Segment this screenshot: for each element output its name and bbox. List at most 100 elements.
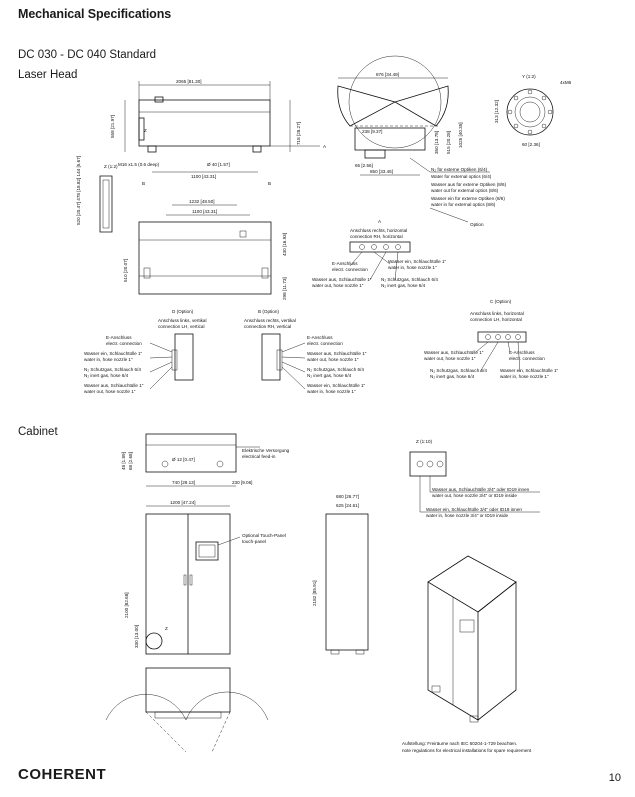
view-d-header-en: connection LH, vertical <box>158 324 204 329</box>
view-d-item4-de: Wasser aus, Schlauchtülle 1" <box>84 383 144 388</box>
laser-head-detail-y: Y (1:2) 4xM6 313 [12.32] 60 [2.36] <box>494 74 572 147</box>
z-water-in-de: Wasser ein, Schlauchtülle 3/4" oder ID19… <box>426 507 522 512</box>
view-d-item4-en: water out, hose nozzle 1" <box>84 389 136 394</box>
view-d-item1-en: electr. connection <box>106 341 142 346</box>
view-b-label: B (Option) <box>258 309 279 314</box>
detail-y-label: Y (1:2) <box>522 74 536 79</box>
connection-view-d: D (Option) Anschluss links, vertikal con… <box>84 309 207 394</box>
external-optics-callouts: N₂ für externe Optiken (6/4) Water for e… <box>409 157 507 227</box>
water-out-ext-en: water out for external optics (8/6) <box>431 188 499 193</box>
mark-b1: B <box>142 181 145 186</box>
cabinet-plan-view <box>105 667 269 753</box>
view-b-header-de: Anschluss rechts, vertikal <box>244 318 296 323</box>
cabinet-top-view: 68 [2.68] 48 [1.89] Ø 12 [0.47] Elektris… <box>121 433 290 487</box>
dim-side-left: 510 [20.07] <box>123 259 128 282</box>
mark-a: A <box>323 144 327 149</box>
cabinet-mark-z: Z <box>165 626 168 631</box>
view-c-item3-de: N₂ Schutzgas, Schlauch 6/4 <box>430 368 487 373</box>
view-a-item2-en: water in, hose nozzle 1" <box>388 265 437 270</box>
view-c-item1-de: Wasser aus, Schlauchtülle 1" <box>424 350 484 355</box>
view-a-header-de: Anschluss rechts, horizontal <box>350 228 407 233</box>
coherent-logo: COHERENT <box>18 766 107 783</box>
dim-end-top: 238 [9.37] <box>362 129 382 134</box>
dim-hole: Ø 12 [0.47] <box>172 457 195 462</box>
dim-end-h2: 515 [20.28] <box>446 131 451 154</box>
view-b-item1-en: electr. connection <box>307 341 343 346</box>
page-title: Mechanical Specifications <box>18 7 172 21</box>
view-d-item1-de: E-Anschluss <box>106 335 132 340</box>
view-c-item1-en: water out, hose nozzle 1" <box>424 356 476 361</box>
dim-side-w2: 625 [24.61] <box>336 503 359 508</box>
dim-front: 520 [20.47] 478 [18.82] 144 [5.67] <box>76 156 81 225</box>
dim-width: 1200 [47.24] <box>170 500 196 505</box>
option-label: Option <box>470 222 484 227</box>
z-water-out-en: water out, hose nozzle 3/4" or ID19 insi… <box>432 493 517 498</box>
dim-w230: 230 [9.06] <box>232 480 252 485</box>
mark-z: Z <box>144 128 147 133</box>
dim-top-h1: 68 [2.68] <box>128 452 133 470</box>
water-out-ext-de: Wasser aus für externe Optiken (8/6) <box>431 182 507 187</box>
view-a-header-en: connection RH, horizontal <box>350 234 403 239</box>
view-c-item4-en: water in, hose nozzle 1" <box>500 374 549 379</box>
dim-height-right: 718 [28.27] <box>296 122 301 145</box>
cabinet-isometric-view <box>427 555 517 723</box>
view-b-item4-en: water in, hose nozzle 1" <box>307 389 356 394</box>
detail-y-thread: 4xM6 <box>560 80 572 85</box>
dim-end-small: 65 [2.56] <box>355 163 373 168</box>
dim-flange-h: 313 [12.32] <box>494 100 499 123</box>
view-a-item3-de: Wasser aus, Schlauchtülle 1" <box>312 277 372 282</box>
laser-head-top-view: 1232 [48.50] 1100 [43.31] 510 [20.07] 43… <box>123 199 287 300</box>
model-subtitle: DC 030 - DC 040 Standard <box>18 49 157 61</box>
view-b-item2-en: water out, hose nozzle 1" <box>307 357 359 362</box>
view-b-item4-de: Wasser ein, Schlauchtülle 1" <box>307 383 366 388</box>
view-b-item1-de: E-Anschluss <box>307 335 333 340</box>
feed-in-de: Elektrische Versorgung <box>242 448 290 453</box>
dim-end-h3: 350 [13.78] <box>434 131 439 154</box>
view-a-item3-en: water out, hose nozzle 1" <box>312 283 364 288</box>
view-c-header-de: Anschluss links, horizontal <box>470 311 524 316</box>
section-label-laser-head: Laser Head <box>18 69 78 81</box>
dim-side-h: 2182 [85.91] <box>312 580 317 606</box>
view-d-item3-de: N₂ Schutzgas, Schlauch 6/4 <box>84 367 141 372</box>
view-a-label: A <box>378 219 382 224</box>
view-a-item2-de: Wasser ein, Schlauchtülle 1" <box>388 259 447 264</box>
laser-head-front-view: 2065 [81.30] 558 [21.97] 718 [28.27] Z A… <box>110 79 327 186</box>
laser-head-end-view: 876 [34.49] 238 [9.37] 1025 [40.35] 515 … <box>337 55 463 176</box>
dim-end-h1: 1025 [40.35] <box>458 122 463 148</box>
view-a-item4-de: N₂ Schutzgas, Schlauch 6/4 <box>381 277 438 282</box>
detail-z-label: Z (1:2) <box>104 164 118 169</box>
cabinet-detail-z-label: Z (1:10) <box>416 439 433 444</box>
page-number: 10 <box>608 772 621 784</box>
view-c-header-en: connection LH, horizontal <box>470 317 522 322</box>
view-d-item2-de: Wasser ein, Schlauchtülle 1" <box>84 351 143 356</box>
n2-ext-de: N₂ für externe Optiken (6/4) <box>431 167 488 172</box>
touch-panel-de: Optional Touch-Panel <box>242 533 286 538</box>
dim-height: 2100 [82.68] <box>124 592 129 618</box>
note-de: Aufstellung: Freiräume nach IEC 60204-1-… <box>402 741 517 746</box>
dim-end-width: 876 [34.49] <box>376 72 399 77</box>
mark-b2: B <box>268 181 271 186</box>
view-a-item1-de: E-Anschluss <box>332 261 358 266</box>
view-c-item3-en: N₂ inert gas, hose 6/4 <box>430 374 475 379</box>
note-en: note regulations for electrical installa… <box>402 748 532 753</box>
water-ext-de: Water for external optics (6/4) <box>431 174 492 179</box>
connection-view-c: C (Option) Anschluss links, horizontal c… <box>424 299 559 379</box>
dim-end-bottom: 850 [33.46] <box>370 169 393 174</box>
dim-w740: 740 [29.13] <box>172 480 195 485</box>
view-b-header-en: connection RH, vertical <box>244 324 291 329</box>
view-b-item3-de: N₂ Schutzgas, Schlauch 6/4 <box>307 367 364 372</box>
view-d-item3-en: N₂ inert gas, hose 6/4 <box>84 373 129 378</box>
dim-top-h2: 48 [1.89] <box>121 452 126 470</box>
view-a-item4-en: N₂ inert gas, hose 6/4 <box>381 283 426 288</box>
view-c-item2-en: electr. connection <box>509 356 545 361</box>
dim-length: 2065 [81.30] <box>176 79 202 84</box>
z-water-in-en: water in, hose nozzle 3/4" or ID19 insid… <box>426 513 509 518</box>
laser-head-detail-z: Z (1:2) 520 [20.47] 478 [18.82] 144 [5.6… <box>76 156 118 233</box>
dim-thread: M16 x1.5 (0.6 deep) <box>118 162 160 167</box>
cabinet-detail-z: Z (1:10) Wasser aus, Schlauchtülle 3/4" … <box>409 439 540 518</box>
water-in-ext-en: water in for external optics (8/6) <box>431 202 496 207</box>
connection-view-b: B (Option) Anschluss rechts, vertikal co… <box>244 309 367 394</box>
dim-side-right: 430 [16.93] <box>282 233 287 256</box>
view-d-label: D (Option) <box>172 309 194 314</box>
